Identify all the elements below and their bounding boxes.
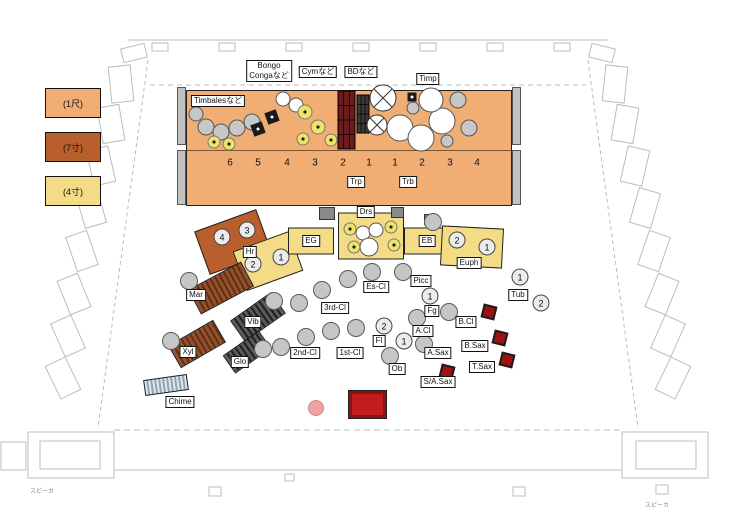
player-seat	[339, 270, 357, 288]
riser-height-legend: (1尺) (7寸) (4寸)	[45, 88, 101, 206]
riser-position-number: 1	[366, 157, 372, 169]
riser-position-number: 4	[474, 157, 480, 169]
player-seat	[162, 332, 180, 350]
instrument-label: Mar	[186, 289, 206, 301]
numbered-seat: 1	[395, 332, 413, 350]
instrument-label: Cymなど	[298, 66, 338, 78]
riser-side-rail	[512, 87, 521, 145]
instrument-label: Ob	[388, 363, 406, 375]
player-seat	[313, 281, 331, 299]
numbered-seat: 1	[421, 287, 439, 305]
player-seat	[440, 303, 458, 321]
numbered-seat: 1	[272, 248, 290, 266]
instrument-label: Fg	[424, 305, 440, 317]
instrument-label: Hr	[242, 246, 258, 258]
amp-box	[391, 207, 404, 218]
riser-position-number: 2	[419, 157, 425, 169]
instrument-label: Bongo Congaなど	[246, 60, 292, 82]
riser-row-divider	[186, 150, 512, 151]
main-riser	[186, 90, 512, 206]
instrument-label: Vib	[244, 316, 262, 328]
assistant-marker	[308, 400, 324, 416]
player-seat	[290, 294, 308, 312]
instrument-label: Timp	[416, 73, 440, 85]
instrument-label: Tub	[508, 289, 528, 301]
numbered-seat: 2	[532, 294, 550, 312]
instrument-label: Timbalesなど	[190, 95, 246, 107]
conductor-podium	[348, 390, 387, 419]
instrument-label: Euph	[456, 257, 482, 269]
numbered-seat: 4	[213, 228, 231, 246]
riser-side-rail	[177, 87, 186, 145]
player-seat	[297, 328, 315, 346]
riser-position-number: 1	[392, 157, 398, 169]
instrument-label: Glo	[230, 356, 250, 368]
instrument-label: Fl	[372, 335, 386, 347]
instrument-label: Xyl	[179, 346, 197, 358]
legend-item-1: (7寸)	[45, 132, 101, 162]
player-seat	[424, 213, 442, 231]
riser-position-number: 2	[340, 157, 346, 169]
instrument-label: 3rd-Cl	[321, 302, 349, 314]
player-seat	[265, 292, 283, 310]
player-seat	[272, 338, 290, 356]
instrument-label: S/A.Sax	[420, 376, 456, 388]
numbered-seat: 1	[511, 268, 529, 286]
player-seat	[322, 322, 340, 340]
speaker-note: スピーカ	[30, 489, 55, 495]
speaker-note: スピーカ	[645, 503, 670, 509]
numbered-seat: 2	[448, 231, 466, 249]
player-seat	[394, 263, 412, 281]
instrument-label: Picc	[410, 275, 432, 287]
riser-position-number: 4	[284, 157, 290, 169]
numbered-seat: 2	[244, 255, 262, 273]
instrument-label: Drs	[356, 206, 376, 218]
instrument-label: 1st-Cl	[336, 347, 364, 359]
riser-position-number: 6	[227, 157, 233, 169]
instrument-label: 2nd-Cl	[290, 347, 320, 359]
riser-side-rail	[177, 150, 186, 205]
numbered-seat: 1	[478, 238, 496, 256]
instrument-label: EG	[302, 235, 320, 247]
player-seat	[254, 340, 272, 358]
instrument-label: T.Sax	[468, 361, 496, 373]
player-seat	[363, 263, 381, 281]
instrument-label: A.Cl	[412, 325, 434, 337]
player-seat	[347, 319, 365, 337]
instrument-label: B.Cl	[455, 316, 477, 328]
riser-position-number: 5	[255, 157, 261, 169]
instrument-label: B.Sax	[461, 340, 489, 352]
instrument-label: Trp	[347, 176, 365, 188]
amp-box	[319, 207, 335, 220]
legend-item-0: (1尺)	[45, 88, 101, 118]
player-seat	[180, 272, 198, 290]
riser-position-number: 3	[447, 157, 453, 169]
instrument-label: Es-Cl	[363, 281, 389, 293]
numbered-seat: 3	[238, 221, 256, 239]
instrument-label: Chime	[165, 396, 195, 408]
instrument-label: Trb	[399, 176, 417, 188]
instrument-label: BDなど	[344, 66, 378, 78]
numbered-seat: 2	[375, 317, 393, 335]
legend-item-2: (4寸)	[45, 176, 101, 206]
instrument-label: A.Sax	[424, 347, 452, 359]
instrument-label: EB	[418, 235, 436, 247]
riser-side-rail	[512, 150, 521, 205]
riser-position-number: 3	[312, 157, 318, 169]
platform-drums	[338, 212, 404, 260]
